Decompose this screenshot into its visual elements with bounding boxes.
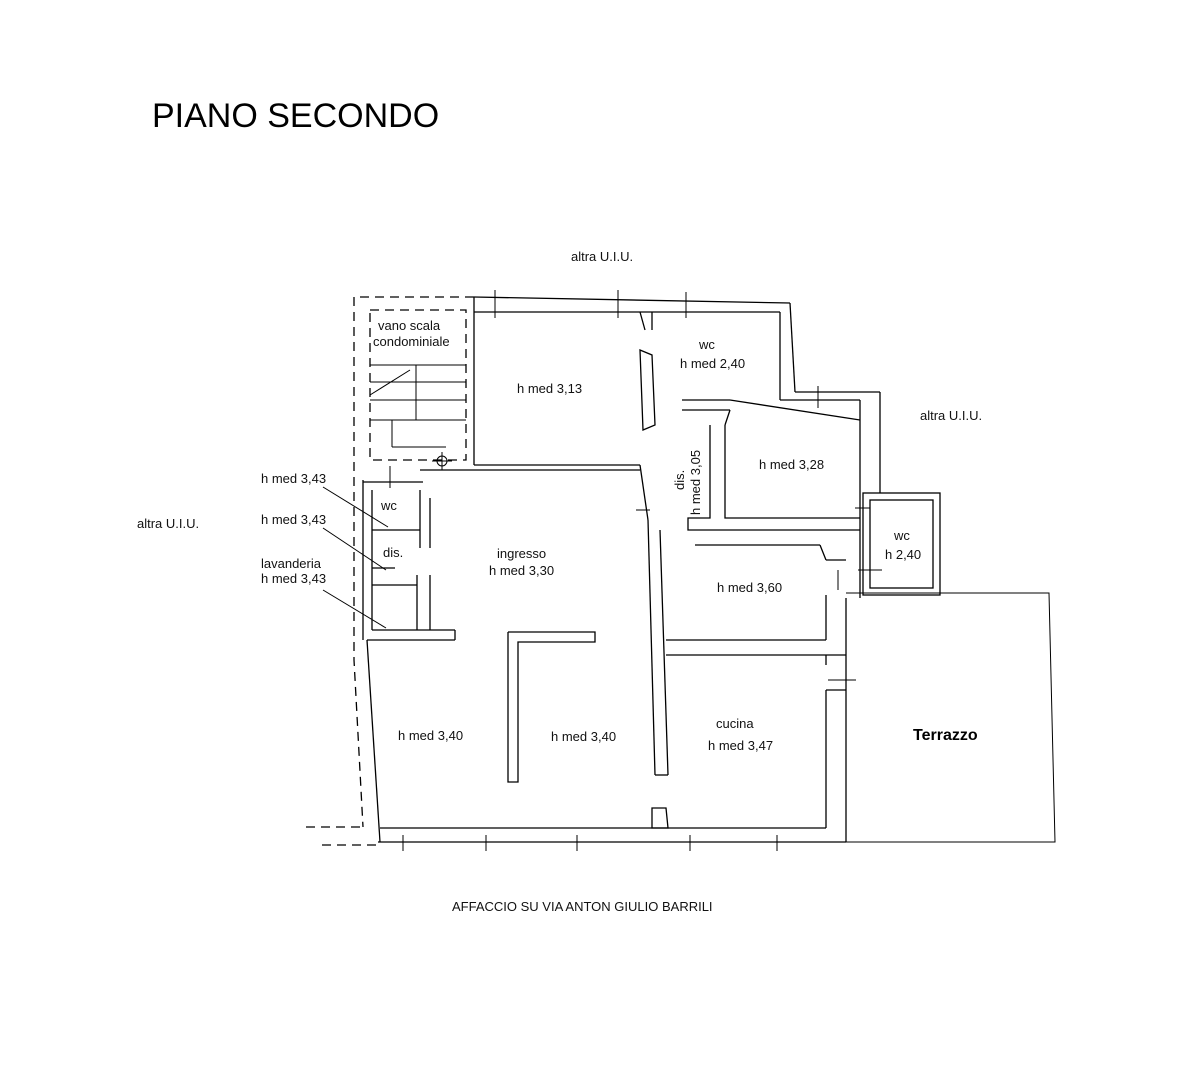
wc-top-name: wc: [698, 337, 715, 352]
dis-small-name: dis.: [383, 545, 403, 560]
corridor-name: dis.: [672, 470, 687, 490]
facade-label: AFFACCIO SU VIA ANTON GIULIO BARRILI: [452, 899, 713, 914]
callout-lavanderia-name: lavanderia: [261, 556, 322, 571]
cucina-height: h med 3,47: [708, 738, 773, 753]
corridor-height: h med 3,05: [688, 450, 703, 515]
terrazzo-label: Terrazzo: [913, 727, 978, 744]
room-3-60-height: h med 3,60: [717, 580, 782, 595]
wc-top-height: h med 2,40: [680, 356, 745, 371]
plan-title: PIANO SECONDO: [152, 97, 439, 135]
window-marks: [389, 290, 882, 851]
wc-right-height: h 2,40: [885, 547, 921, 562]
stairwell-label-line2: condominiale: [373, 334, 450, 349]
wc-small-name: wc: [380, 498, 397, 513]
callout-lavanderia-height: h med 3,43: [261, 571, 326, 586]
callout-dis-height: h med 3,43: [261, 512, 326, 527]
door-arrows: [636, 507, 870, 511]
room-bottom-mid-height: h med 3,40: [551, 729, 616, 744]
entrance-door-icon: [432, 452, 452, 470]
ingresso-name: ingresso: [497, 546, 546, 561]
room-mid-right-height: h med 3,28: [759, 457, 824, 472]
wc-right-name: wc: [893, 528, 910, 543]
room-bottom-left-height: h med 3,40: [398, 728, 463, 743]
apartment-walls: [362, 296, 1056, 843]
callout-leaders: [322, 486, 389, 629]
stairwell-label-line1: vano scala: [378, 318, 441, 333]
callout-wc-height: h med 3,43: [261, 471, 326, 486]
cucina-name: cucina: [716, 716, 754, 731]
neighbor-top-label: altra U.I.U.: [571, 249, 633, 264]
stairwell: [306, 296, 474, 846]
neighbor-right-label: altra U.I.U.: [920, 408, 982, 423]
ingresso-height: h med 3,30: [489, 563, 554, 578]
room-top-left-height: h med 3,13: [517, 381, 582, 396]
neighbor-left-label: altra U.I.U.: [137, 516, 199, 531]
